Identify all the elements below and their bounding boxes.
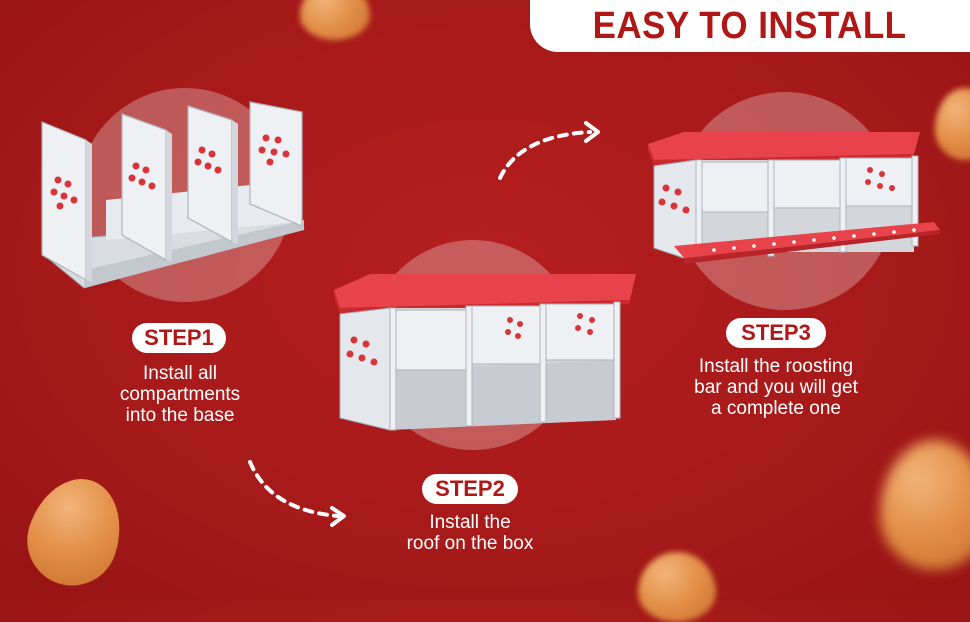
step2-line1: Install the: [429, 512, 511, 533]
egg-decoration-bottom-right: [880, 440, 970, 570]
step2-label: STEP2: [435, 476, 505, 501]
egg-decoration-top: [300, 0, 370, 40]
step1-label: STEP1: [144, 325, 214, 350]
step3-line1: Install the roosting: [698, 356, 854, 377]
step2-roofed-box-image: [334, 274, 636, 431]
egg-decoration-right: [935, 88, 970, 160]
step2-badge: STEP2: [422, 474, 518, 504]
step1-line2: compartments: [119, 384, 241, 405]
step1-badge: STEP1: [132, 323, 226, 353]
arrow-step2-to-step3: [498, 121, 600, 180]
step3-description: Install the roosting bar and you will ge…: [670, 356, 882, 419]
egg-decoration-bottom-center: [638, 552, 716, 622]
page-title: EASY TO INSTALL: [593, 4, 907, 47]
step1-line3: into the base: [125, 405, 235, 426]
title-banner: EASY TO INSTALL: [530, 0, 970, 52]
step2-description: Install the roof on the box: [380, 512, 560, 554]
step1-line1: Install all: [143, 363, 217, 384]
step2-line2: roof on the box: [406, 533, 534, 554]
step3-complete-box-image: [648, 132, 940, 264]
step3-badge: STEP3: [726, 318, 826, 348]
arrow-step1-to-step2: [248, 460, 346, 527]
step1-compartments-image: [41, 101, 305, 289]
step3-label: STEP3: [741, 320, 811, 345]
step3-line3: a complete one: [711, 398, 841, 419]
step3-line2: bar and you will get: [694, 377, 858, 398]
step1-description: Install all compartments into the base: [90, 363, 270, 426]
egg-decoration-bottom-left: [15, 466, 135, 598]
